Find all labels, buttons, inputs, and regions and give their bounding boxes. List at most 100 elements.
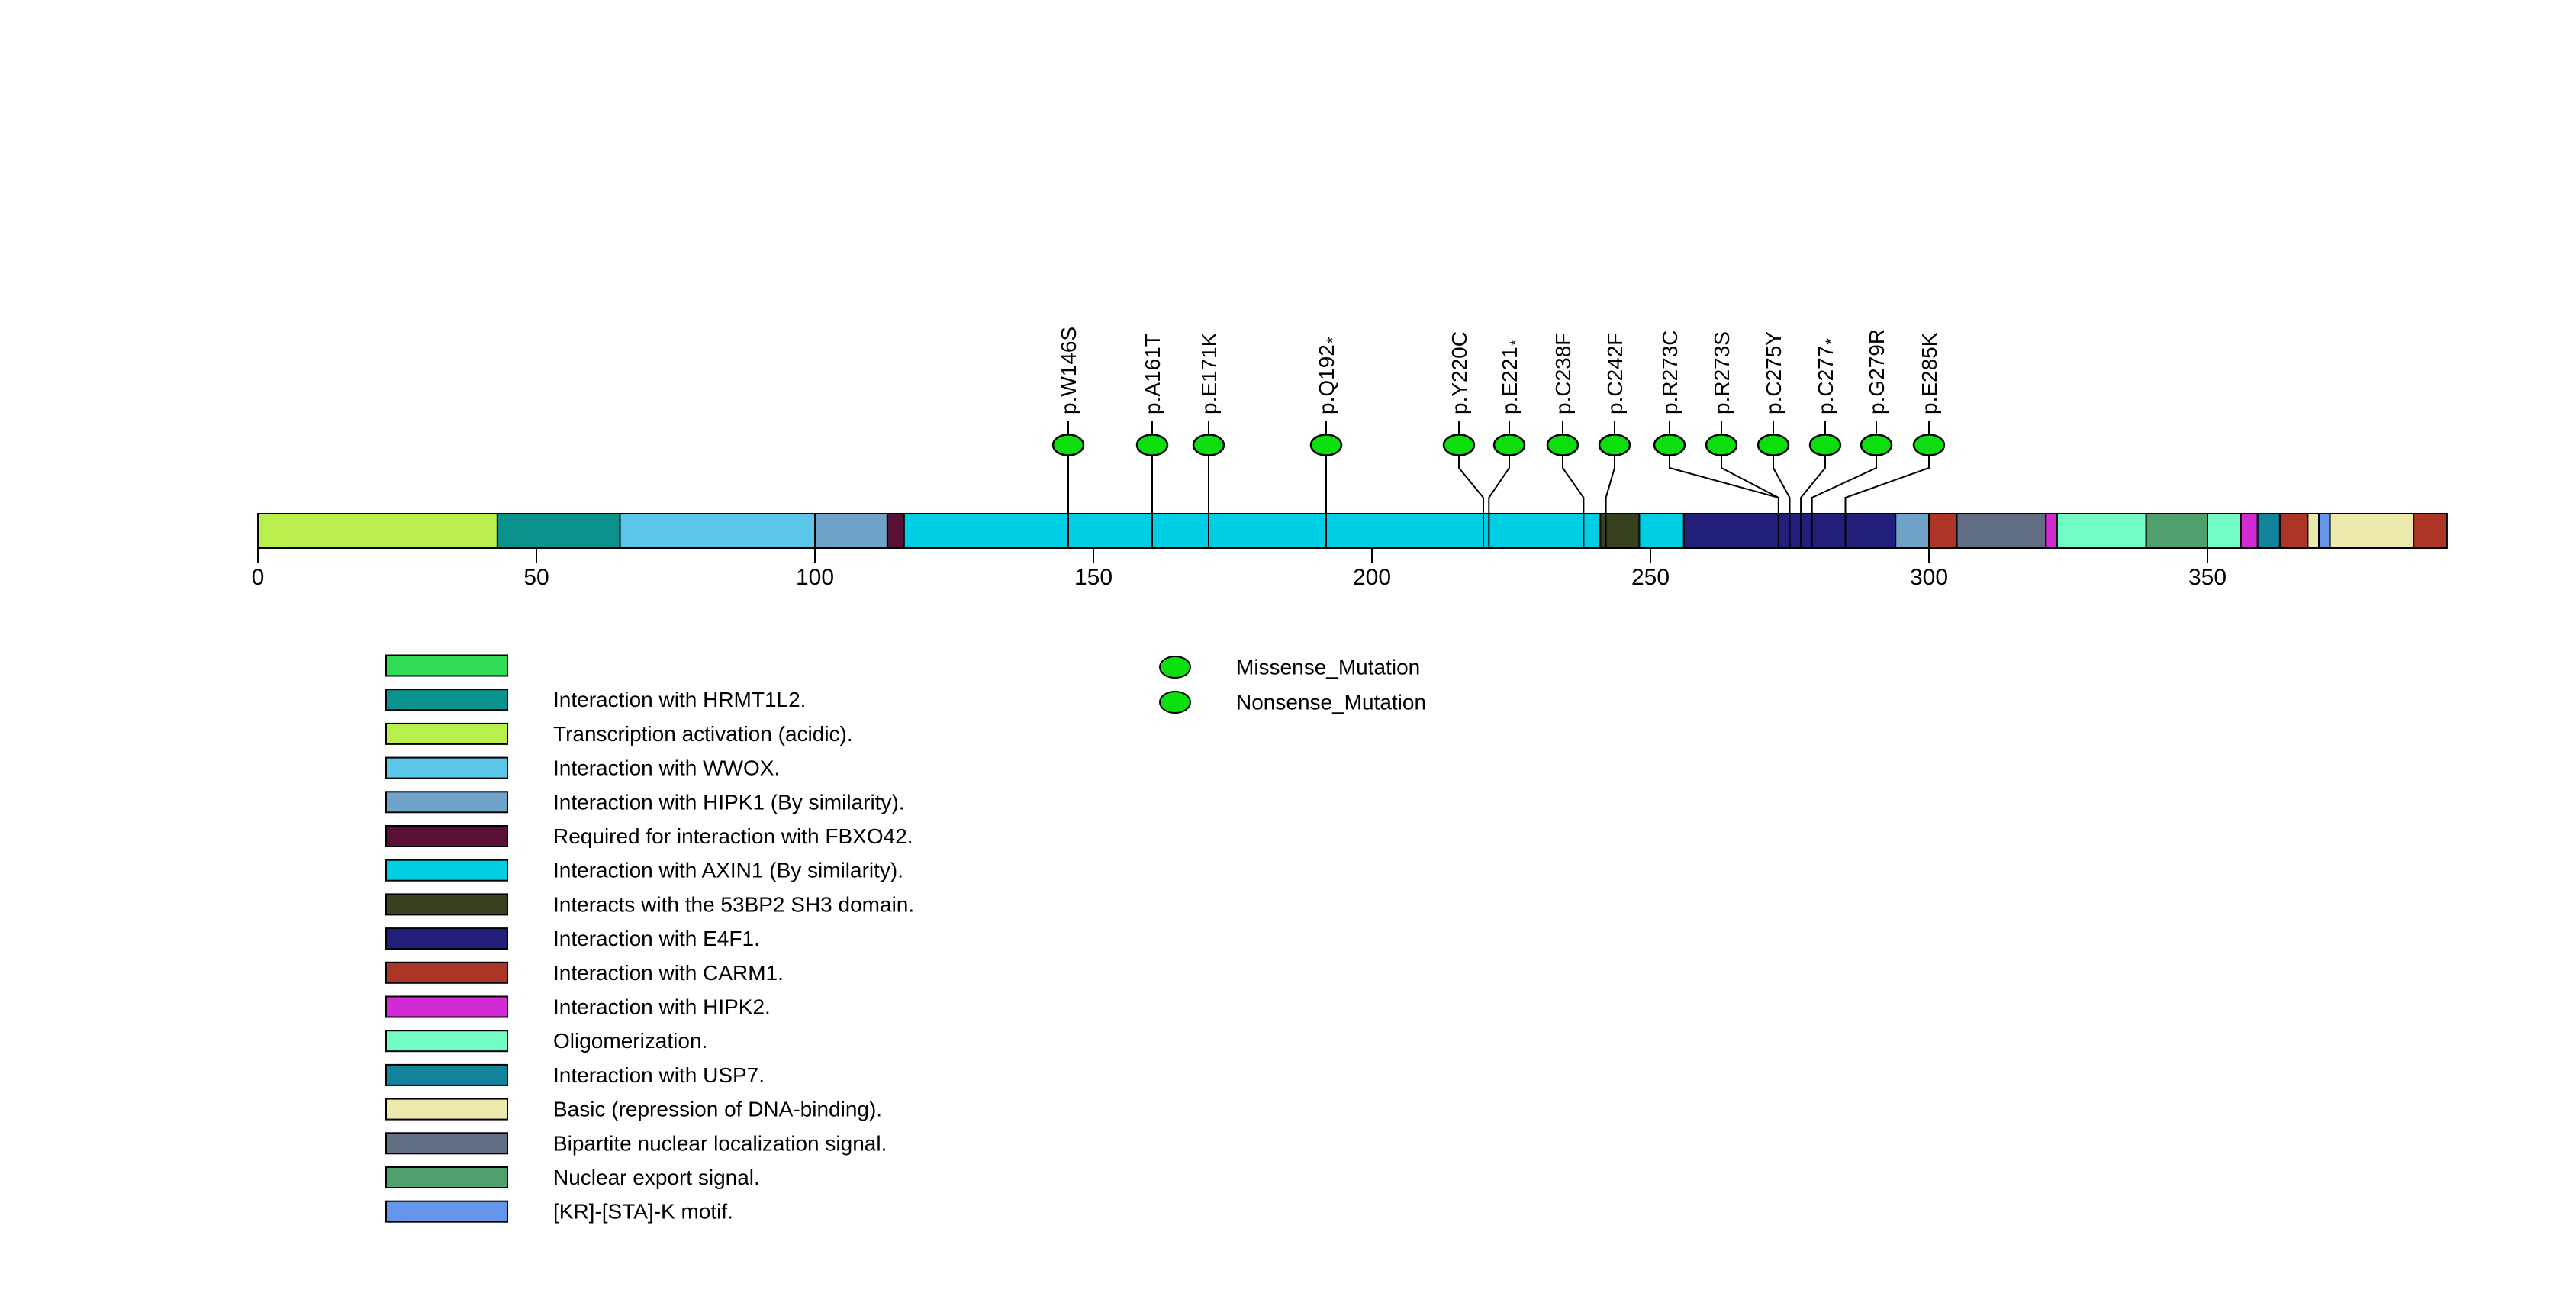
legend-label: Interaction with CARM1. (553, 961, 784, 985)
mutation-labels: p.W146S p.A161T p.E171K p.Q192* p.Y220C p.E22… (1057, 327, 1941, 414)
mutation-label: p.R273S (1710, 331, 1734, 414)
legend-swatch (385, 995, 508, 1018)
lollipop-circle (1757, 434, 1790, 456)
domain-segment (2256, 513, 2281, 549)
legend-swatch (385, 859, 508, 882)
protein-domain-bar (257, 513, 2448, 549)
domain-segment (2145, 513, 2208, 549)
lollipop-circle (1653, 434, 1686, 456)
features-legend: Interaction with HRMT1L2. Transcription a… (385, 654, 914, 1224)
legend-label: Basic (repression of DNA-binding). (553, 1098, 882, 1121)
mutation-label: p.E171K (1197, 332, 1221, 414)
mutation-label: p.C238F (1551, 333, 1575, 414)
amino-acid-axis: 0 50 100 150 200 250 300 350 (252, 548, 2227, 590)
domain-segment (1956, 513, 2047, 549)
lollipop-circle (1442, 434, 1476, 456)
legend-label: [KR]-[STA]-K motif. (553, 1200, 733, 1224)
lollipop-circle (1912, 434, 1946, 456)
domain-segment (903, 513, 1602, 549)
legend-swatch (385, 825, 508, 847)
lollipop-circle (1546, 434, 1579, 456)
mutation-type-marker (1159, 656, 1191, 679)
axis-tick-label: 350 (2188, 565, 2227, 590)
mutation-label: p.Q192* (1315, 337, 1342, 414)
domain-segment (257, 513, 498, 549)
domain-segment (1638, 513, 1685, 549)
mutation-label: p.W146S (1057, 327, 1080, 414)
lollipop-circles (1051, 434, 1946, 456)
axis-tick-label: 200 (1353, 565, 1391, 590)
legend-swatch (385, 1030, 508, 1053)
legend-label: Interaction with HRMT1L2. (553, 688, 806, 711)
lollipop-circle (1309, 434, 1343, 456)
legend-swatch (385, 893, 508, 916)
lollipop-circle (1051, 434, 1085, 456)
axis-tick-label: 250 (1631, 565, 1670, 590)
legend-swatch (385, 722, 508, 745)
legend-label: Interaction with HIPK2. (553, 995, 771, 1019)
legend-label: Interaction with AXIN1 (By similarity). (553, 859, 903, 882)
domain-segment (2413, 513, 2448, 549)
domain-segment (2207, 513, 2242, 549)
mutation-label: p.R273C (1658, 330, 1682, 414)
domain-segment (1895, 513, 1930, 549)
legend-swatch (385, 1063, 508, 1086)
mutation-label: p.E221* (1498, 339, 1525, 414)
legend-label: Interacts with the 53BP2 SH3 domain. (553, 892, 914, 916)
axis-tick-label: 300 (1910, 565, 1948, 590)
domain-segment (2240, 513, 2259, 549)
legend-label: Interaction with USP7. (553, 1063, 765, 1087)
legend-swatch (385, 1166, 508, 1188)
legend-label: Bipartite nuclear localization signal. (553, 1131, 887, 1155)
axis-tick-label: 0 (252, 565, 265, 590)
axis-tick-label: 100 (796, 565, 834, 590)
legend-label: Nuclear export signal. (553, 1166, 760, 1189)
mutation-label: p.C275Y (1762, 331, 1785, 414)
lollipop-circle (1860, 434, 1893, 456)
domain-segment (496, 513, 621, 549)
mutation-label: p.E285K (1918, 332, 1941, 414)
legend-swatch (385, 961, 508, 984)
lollipop-circle (1192, 434, 1225, 456)
domain-segment (1928, 513, 1958, 549)
lollipop-circle (1492, 434, 1526, 456)
domain-segment (2318, 513, 2331, 549)
lollipop-circle (1135, 434, 1169, 456)
domain-segment (2045, 513, 2058, 549)
lollipop-circle (1598, 434, 1631, 456)
domain-segment (2307, 513, 2320, 549)
domain-segment (1599, 513, 1641, 549)
mutation-label: p.C277* (1814, 338, 1841, 414)
legend-swatch (385, 654, 508, 677)
lollipop-circle (1705, 434, 1738, 456)
mutation-label: p.G279R (1865, 329, 1889, 414)
legend-swatch (385, 689, 508, 711)
mutation-type-marker (1159, 691, 1191, 714)
legend-swatch (385, 927, 508, 950)
mutation-label: p.Y220C (1447, 331, 1471, 414)
legend-swatch (385, 791, 508, 814)
mutation-label: p.C242F (1603, 333, 1627, 414)
legend-label: Transcription activation (acidic). (553, 722, 853, 746)
legend-label: Interaction with WWOX. (553, 756, 780, 780)
axis-tick-label: 50 (523, 565, 549, 590)
mutation-type-label: Missense_Mutation (1236, 656, 1420, 679)
domain-segment (619, 513, 816, 549)
legend-label: Interaction with HIPK1 (By similarity). (553, 790, 905, 814)
legend-swatch (385, 756, 508, 779)
domain-segment (886, 513, 905, 549)
legend-swatch (385, 1200, 508, 1223)
axis-tick-label: 150 (1074, 565, 1113, 590)
legend-label: Required for interaction with FBXO42. (553, 824, 913, 848)
domain-segment (2056, 513, 2147, 549)
domain-segment (2278, 513, 2309, 549)
legend-swatch (385, 1132, 508, 1155)
mutation-label: p.A161T (1141, 334, 1164, 414)
legend-swatch (385, 1098, 508, 1121)
legend-label: Interaction with E4F1. (553, 927, 760, 950)
legend-label: Oligomerization. (553, 1029, 707, 1053)
domain-segment (814, 513, 888, 549)
